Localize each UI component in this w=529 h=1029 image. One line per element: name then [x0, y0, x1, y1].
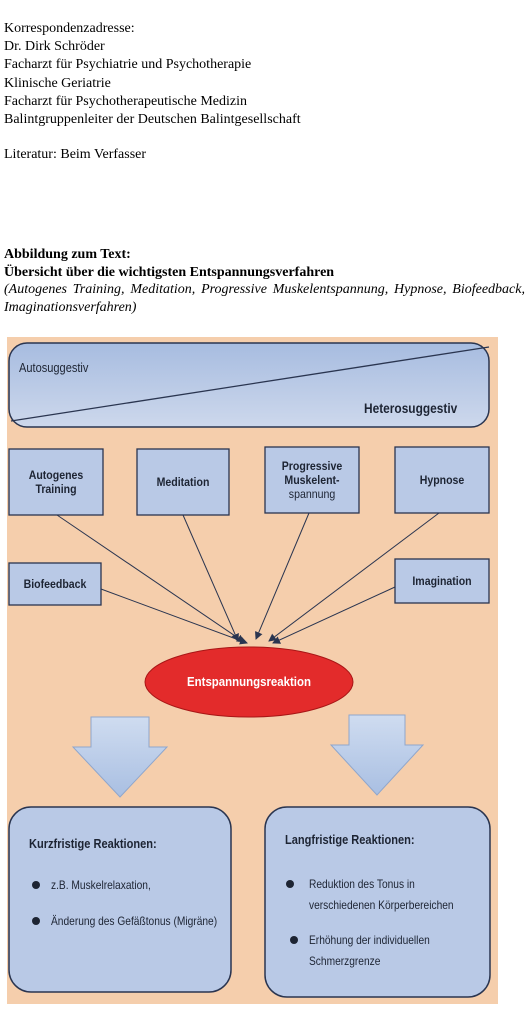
box-autogenes-training — [8, 448, 104, 516]
long-term-item: Erhöhung der individuellen Schmerzgrenze — [309, 930, 430, 972]
relaxation-diagram: Autosuggestiv Heterosuggestiv Autogenes … — [7, 337, 498, 1004]
arrow-from-hypnose — [268, 512, 440, 642]
long-term-title: Langfristige Reaktionen: — [285, 832, 415, 847]
arrow-from-meditation — [182, 514, 239, 642]
meditation-label: Meditation — [156, 475, 210, 489]
progressive-line: Muskelent- — [284, 473, 340, 487]
arrow-from-biofeedback — [100, 588, 248, 645]
down-arrow-right — [329, 714, 425, 796]
box-biofeedback — [8, 562, 102, 606]
caption-subtitle: Übersicht über die wichtigsten Entspannu… — [4, 264, 335, 280]
arrow-from-imagination — [272, 586, 396, 644]
address-line: Klinische Geriatrie — [4, 75, 111, 91]
address-line: Facharzt für Psychotherapeutische Medizi… — [4, 93, 247, 109]
heterosuggestive-label: Heterosuggestiv — [364, 400, 458, 416]
long-term-item-line: Schmerzgrenze — [309, 954, 381, 968]
progressive-label: Progressive Muskelent- spannung — [271, 447, 354, 513]
correspondence-address: Korrespondenzadresse: Dr. Dirk Schröder … — [4, 20, 301, 129]
author-name: Dr. Dirk Schröder — [4, 39, 105, 55]
long-term-box — [264, 806, 491, 998]
relaxation-oval — [144, 646, 354, 718]
long-term-item: Reduktion des Tonus in verschiedenen Kör… — [309, 874, 454, 916]
box-imagination — [394, 558, 490, 604]
short-term-item: z.B. Muskelrelaxation, — [51, 878, 151, 892]
address-label: Korrespondenzadresse: — [4, 21, 135, 36]
bullet — [290, 936, 298, 944]
box-progressive — [264, 446, 360, 514]
bullet — [32, 881, 40, 889]
short-term-box — [8, 806, 232, 993]
progressive-line: Progressive — [281, 459, 343, 473]
band-diagonal — [10, 346, 490, 422]
relaxation-response-label: Entspannungsreaktion — [187, 674, 311, 689]
long-term-item-line: Erhöhung der individuellen — [309, 933, 430, 947]
long-term-item-line: Reduktion des Tonus in — [309, 877, 415, 891]
short-term-item: Änderung des Gefäßtonus (Migräne) — [51, 914, 218, 928]
down-arrow-left — [71, 716, 169, 798]
address-line: Facharzt für Psychiatrie und Psychothera… — [4, 57, 252, 73]
caption-title: Abbildung zum Text: — [4, 247, 131, 262]
arrow-from-autogenes — [56, 514, 245, 643]
biofeedback-label: Biofeedback — [23, 577, 87, 591]
caption-methods: (Autogenes Training, Meditation, Progres… — [4, 282, 525, 315]
autosuggestive-label: Autosuggestiv — [19, 360, 89, 375]
figure-caption: Abbildung zum Text: Übersicht über die w… — [4, 246, 525, 316]
progressive-line: spannung — [288, 487, 336, 501]
long-term-item-line: verschiedenen Körperbereichen — [309, 898, 454, 912]
bullet — [286, 880, 294, 888]
literature-note: Literatur: Beim Verfasser — [4, 147, 147, 162]
short-term-title: Kurzfristige Reaktionen: — [29, 836, 157, 851]
hypnose-label: Hypnose — [419, 473, 465, 487]
address-line: Balintgruppenleiter der Deutschen Balint… — [4, 112, 301, 128]
suggestion-band — [8, 342, 490, 428]
arrow-from-progressive — [255, 512, 310, 640]
box-hypnose — [394, 446, 490, 514]
diagram-graphics — [8, 342, 491, 998]
bullet — [32, 917, 40, 925]
autogenes-training-label: Autogenes Training — [28, 468, 84, 496]
imagination-label: Imagination — [412, 574, 472, 588]
